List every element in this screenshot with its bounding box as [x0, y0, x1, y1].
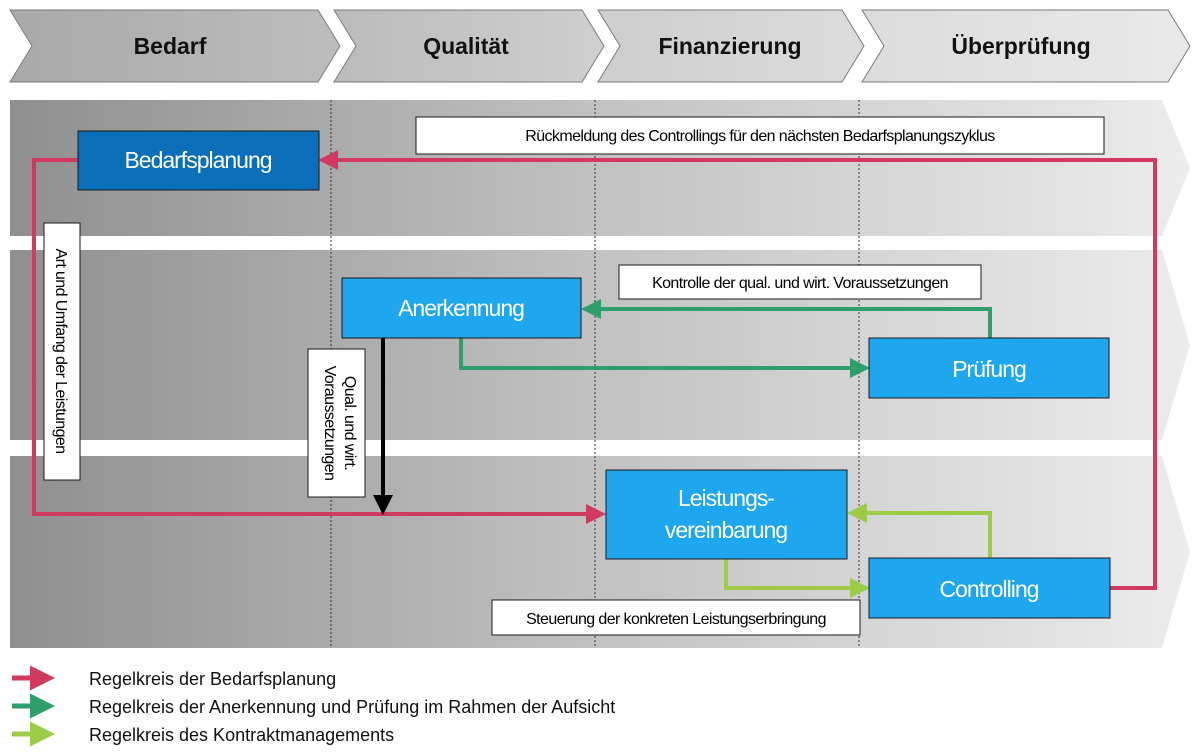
- legend-label-kontraktmanagement: Regelkreis des Kontraktmanagements: [89, 725, 394, 745]
- lime-arrow-to-controlling: [724, 559, 870, 598]
- phase-label-ueberpruefung: Überprüfung: [951, 33, 1090, 59]
- legend-label-anerkennung: Regelkreis der Anerkennung und Prüfung i…: [89, 697, 615, 717]
- phase-label-qualitaet: Qualität: [423, 33, 509, 59]
- label-art-umfang: Art und Umfang der Leistungen: [43, 222, 81, 481]
- label-art-umfang-text: Art und Umfang der Leistungen: [52, 249, 69, 454]
- label-steuerung-text: Steuerung der konkreten Leistungserbring…: [526, 611, 826, 628]
- legend: Regelkreis der Bedarfsplanung Regelkreis…: [12, 665, 615, 747]
- green-arrow-kontrolle: [581, 299, 992, 338]
- red-arrow-art-umfang: [32, 158, 606, 524]
- box-label-bedarfsplanung: Bedarfsplanung: [124, 147, 271, 173]
- label-qual-voraussetzungen: Qual. und wirt. Voraussetzungen: [307, 348, 366, 498]
- loop-anerkennung: [459, 299, 992, 378]
- red-arrow-rueckmeldung: [318, 150, 1157, 590]
- box-leistungsvereinbarung: Leistungs- vereinbarung: [605, 469, 848, 560]
- label-qual-line2: Voraussetzungen: [321, 366, 338, 481]
- lime-arrow-to-leistungsvereinbarung: [847, 503, 992, 558]
- box-anerkennung: Anerkennung: [341, 277, 582, 339]
- label-rueckmeldung-text: Rückmeldung des Controllings für den näc…: [525, 128, 995, 145]
- label-qual-line1: Qual. und wirt.: [341, 376, 358, 470]
- phase-label-bedarf: Bedarf: [134, 33, 207, 59]
- box-label-controlling: Controlling: [940, 576, 1039, 602]
- legend-label-bedarfsplanung: Regelkreis der Bedarfsplanung: [89, 669, 336, 689]
- box-bedarfsplanung: Bedarfsplanung: [77, 130, 320, 191]
- box-label-leistungsvereinbarung-line2: vereinbarung: [665, 517, 787, 543]
- chevron-finanzierung: Finanzierung: [597, 9, 865, 83]
- label-steuerung: Steuerung der konkreten Leistungserbring…: [491, 599, 861, 636]
- phase-chevrons: Bedarf Qualität Finanzierung Überprüfung: [9, 9, 1191, 83]
- chevron-ueberpruefung: Überprüfung: [861, 9, 1191, 83]
- legend-item-kontraktmanagement: Regelkreis des Kontraktmanagements: [12, 721, 394, 747]
- box-label-anerkennung: Anerkennung: [398, 295, 524, 321]
- box-label-pruefung: Prüfung: [952, 356, 1026, 382]
- box-pruefung: Prüfung: [868, 337, 1110, 399]
- label-kontrolle-text: Kontrolle der qual. und wirt. Voraussetz…: [652, 275, 948, 292]
- green-arrow-to-pruefung: [459, 338, 870, 378]
- label-kontrolle: Kontrolle der qual. und wirt. Voraussetz…: [618, 264, 982, 300]
- loop-kontraktmanagement: [724, 503, 992, 598]
- legend-item-bedarfsplanung: Regelkreis der Bedarfsplanung: [12, 665, 336, 691]
- phase-label-finanzierung: Finanzierung: [658, 33, 801, 59]
- label-rueckmeldung: Rückmeldung des Controllings für den näc…: [415, 116, 1105, 155]
- chevron-qualitaet: Qualität: [333, 9, 605, 83]
- box-label-leistungsvereinbarung-line1: Leistungs-: [678, 485, 774, 511]
- chevron-bedarf: Bedarf: [9, 9, 341, 83]
- legend-item-anerkennung: Regelkreis der Anerkennung und Prüfung i…: [12, 693, 615, 719]
- box-controlling: Controlling: [868, 557, 1111, 619]
- loop-bedarfsplanung: [32, 150, 1157, 590]
